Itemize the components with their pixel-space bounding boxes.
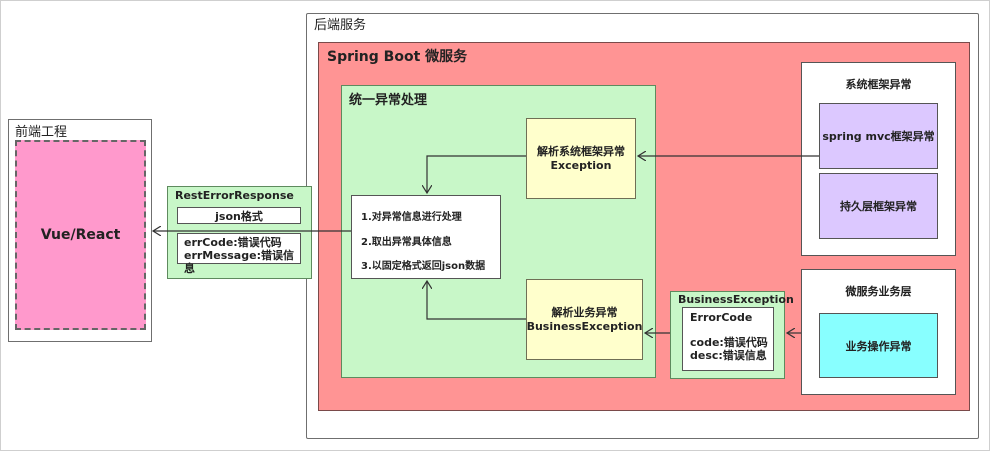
errorcode-code-field: code:错误代码 [690,336,768,349]
backend-service-title: 后端服务 [314,18,367,33]
frontend-project-title: 前端工程 [15,125,68,140]
error-fields-box: errCode:错误代码 errMessage:错误信息 [177,233,301,275]
parse-business-exception-line2: BusinessException [526,319,643,333]
errorcode-box: ErrorCode code:错误代码 desc:错误信息 [682,307,774,371]
parse-system-exception-line1: 解析系统框架异常 [537,144,625,158]
process-steps-box: 1.对异常信息进行处理 2.取出异常具体信息 3.以固定格式返回json数据 [351,195,501,279]
parse-business-exception-line1: 解析业务异常 [551,305,618,319]
persistence-exception-box: 持久层框架异常 [819,173,938,239]
business-operation-exception-box: 业务操作异常 [819,313,938,378]
errorcode-title: ErrorCode [690,311,753,324]
json-format-box: json格式 [177,207,301,224]
errorcode-desc-field: desc:错误信息 [690,349,767,362]
vue-react-box: Vue/React [15,140,146,330]
parse-system-exception-box: 解析系统框架异常 Exception [526,118,636,199]
business-exception-title: BusinessException [678,293,794,306]
process-step-3: 3.以固定格式返回json数据 [361,261,486,272]
parse-system-exception-line2: Exception [550,158,612,172]
process-step-2: 2.取出异常具体信息 [361,237,452,248]
spring-mvc-exception-box: spring mvc框架异常 [819,103,938,169]
business-layer-title: 微服务业务层 [845,285,912,298]
springboot-title: Spring Boot 微服务 [327,49,468,65]
system-framework-exception-title: 系统框架异常 [845,78,912,91]
err-code-field: errCode:错误代码 [184,236,282,249]
parse-business-exception-box: 解析业务异常 BusinessException [526,279,643,360]
err-message-field: errMessage:错误信息 [184,249,294,275]
unified-exception-title: 统一异常处理 [349,93,428,108]
rest-error-response-title: RestErrorResponse [175,189,294,202]
process-step-1: 1.对异常信息进行处理 [361,212,462,223]
